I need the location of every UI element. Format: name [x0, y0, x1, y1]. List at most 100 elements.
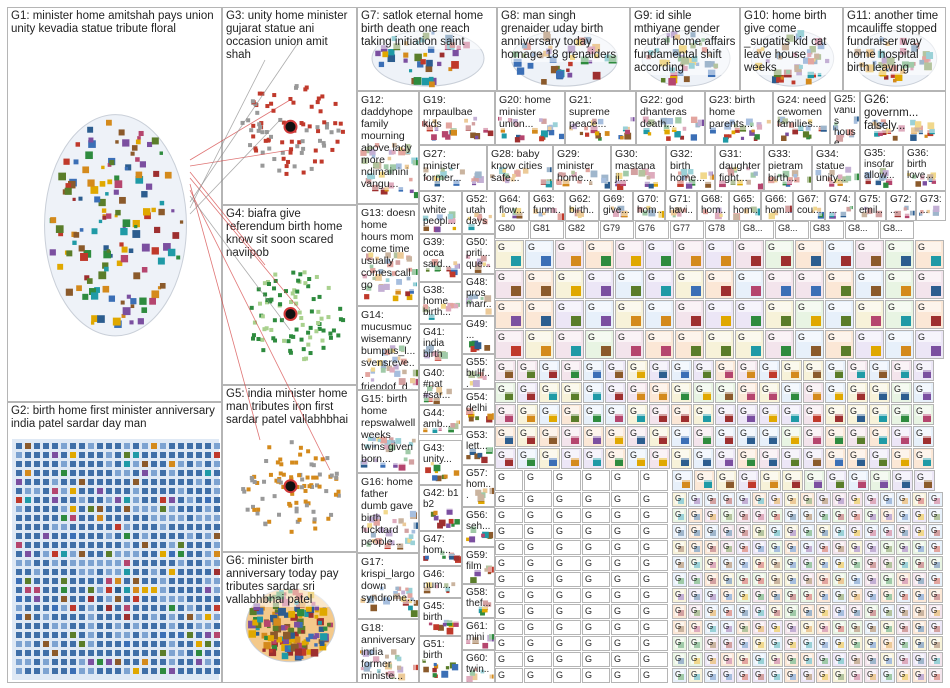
- vertex-avatar: [124, 488, 130, 494]
- micro-group-tile: G: [705, 330, 734, 359]
- micro-group-tile: G: [611, 470, 639, 491]
- group-label: G: [643, 472, 665, 482]
- group-label: G: [867, 510, 876, 520]
- group-label: G: [828, 272, 851, 282]
- group-label: G: [527, 542, 549, 552]
- vertex-avatar: [139, 131, 144, 136]
- vertex-avatar: [196, 443, 202, 449]
- vertex-avatar: [34, 650, 40, 656]
- group-tile-g20: G20: home minister union...: [495, 91, 565, 145]
- group-label: G: [873, 472, 888, 482]
- group-tile-g33: G33: pietram birth...: [764, 145, 812, 191]
- vertex-avatar: [141, 191, 147, 197]
- vertex-avatar: [661, 78, 665, 82]
- micro-group-tile: G: [782, 470, 803, 491]
- vertex-avatar: [34, 641, 40, 647]
- vertex-avatar: [300, 338, 304, 342]
- group-tile-g65: G65: hom...: [729, 191, 761, 221]
- vertex-avatar: [187, 524, 193, 530]
- vertex-avatar: [142, 267, 148, 273]
- vertex-avatar: [474, 342, 481, 349]
- micro-group-tile: G: [800, 604, 815, 619]
- group-label: G: [931, 606, 940, 616]
- vertex-avatar: [142, 524, 148, 530]
- group-label: G: [803, 606, 812, 616]
- micro-group-tile: G8...: [775, 221, 809, 239]
- group-tile-g35: G35: insofar allow...: [860, 145, 903, 191]
- vertex-avatar: [319, 608, 327, 616]
- vertex-avatar: [160, 479, 166, 485]
- micro-group-tile: G: [784, 572, 799, 587]
- group-label: G: [707, 590, 716, 600]
- group-label: G69: give...: [603, 194, 630, 216]
- micro-group-tile: G: [517, 382, 538, 403]
- vertex-avatar: [160, 641, 166, 647]
- group-label: G3: unity home minister gujarat statue a…: [226, 10, 354, 62]
- group-label: G: [739, 558, 748, 568]
- vertex-avatar: [79, 443, 85, 449]
- vertex-avatar: [72, 241, 76, 245]
- vertex-avatar: [165, 172, 172, 179]
- group-label: G: [931, 654, 940, 664]
- vertex-avatar: [61, 470, 67, 476]
- vertex-avatar: [25, 668, 31, 674]
- micro-group-tile: G: [672, 492, 687, 507]
- group-label: G: [739, 494, 748, 504]
- vertex-avatar: [43, 605, 49, 611]
- group-label: G: [835, 670, 844, 680]
- micro-group-tile: G: [768, 508, 783, 523]
- vertex-avatar: [79, 614, 85, 620]
- vertex-avatar: [70, 533, 76, 539]
- micro-group-tile: G: [848, 588, 863, 603]
- vertex-avatar: [97, 524, 103, 530]
- vertex-avatar: [106, 551, 112, 557]
- micro-group-tile: G: [896, 652, 911, 667]
- vertex-avatar: [469, 417, 474, 422]
- vertex-avatar: [325, 126, 329, 130]
- vertex-avatar: [322, 141, 326, 145]
- vertex-avatar: [70, 668, 76, 674]
- vertex-avatar: [178, 470, 184, 476]
- micro-group-tile: G: [553, 524, 581, 539]
- group-label: G: [915, 606, 924, 616]
- group-tile-g12: G12: daddyhope family mourning above lad…: [357, 91, 419, 204]
- vertex-avatar: [251, 124, 255, 128]
- vertex-avatar: [34, 524, 40, 530]
- vertex-avatar: [297, 609, 304, 616]
- micro-group-tile: G: [583, 360, 604, 381]
- group-label: G: [872, 406, 887, 416]
- vertex-avatar: [61, 551, 67, 557]
- vertex-avatar: [141, 307, 147, 313]
- vertex-avatar: [124, 497, 130, 503]
- group-label: G: [835, 542, 844, 552]
- vertex-avatar: [288, 504, 292, 508]
- vertex-avatar: [205, 614, 211, 620]
- vertex-avatar: [125, 167, 128, 170]
- vertex-avatar: [792, 81, 796, 85]
- vertex-avatar: [52, 515, 58, 521]
- vertex-avatar: [61, 578, 67, 584]
- vertex-avatar: [82, 166, 89, 173]
- group-tile-g73: G73: ...: [916, 191, 946, 221]
- vertex-avatar: [82, 294, 88, 300]
- vertex-avatar: [871, 316, 882, 327]
- vertex-avatar: [34, 497, 40, 503]
- micro-group-tile: G: [611, 652, 639, 667]
- micro-group-tile: G: [760, 470, 781, 491]
- group-label: G: [585, 606, 607, 616]
- group-tile-g7: G7: satlok eternal home birth death one …: [357, 7, 497, 91]
- vertex-avatar: [34, 659, 40, 665]
- group-label: G: [918, 332, 941, 342]
- vertex-avatar: [25, 443, 31, 449]
- vertex-avatar: [124, 443, 130, 449]
- vertex-avatar: [70, 560, 76, 566]
- group-label: G: [755, 494, 764, 504]
- micro-group-tile: G: [627, 448, 648, 469]
- vertex-avatar: [66, 250, 72, 256]
- group-label: G: [707, 526, 716, 536]
- micro-group-tile: G: [738, 470, 759, 491]
- micro-group-tile: G: [912, 636, 927, 651]
- micro-group-tile: G: [640, 470, 668, 491]
- group-label: G: [899, 574, 908, 584]
- group-label: G: [915, 590, 924, 600]
